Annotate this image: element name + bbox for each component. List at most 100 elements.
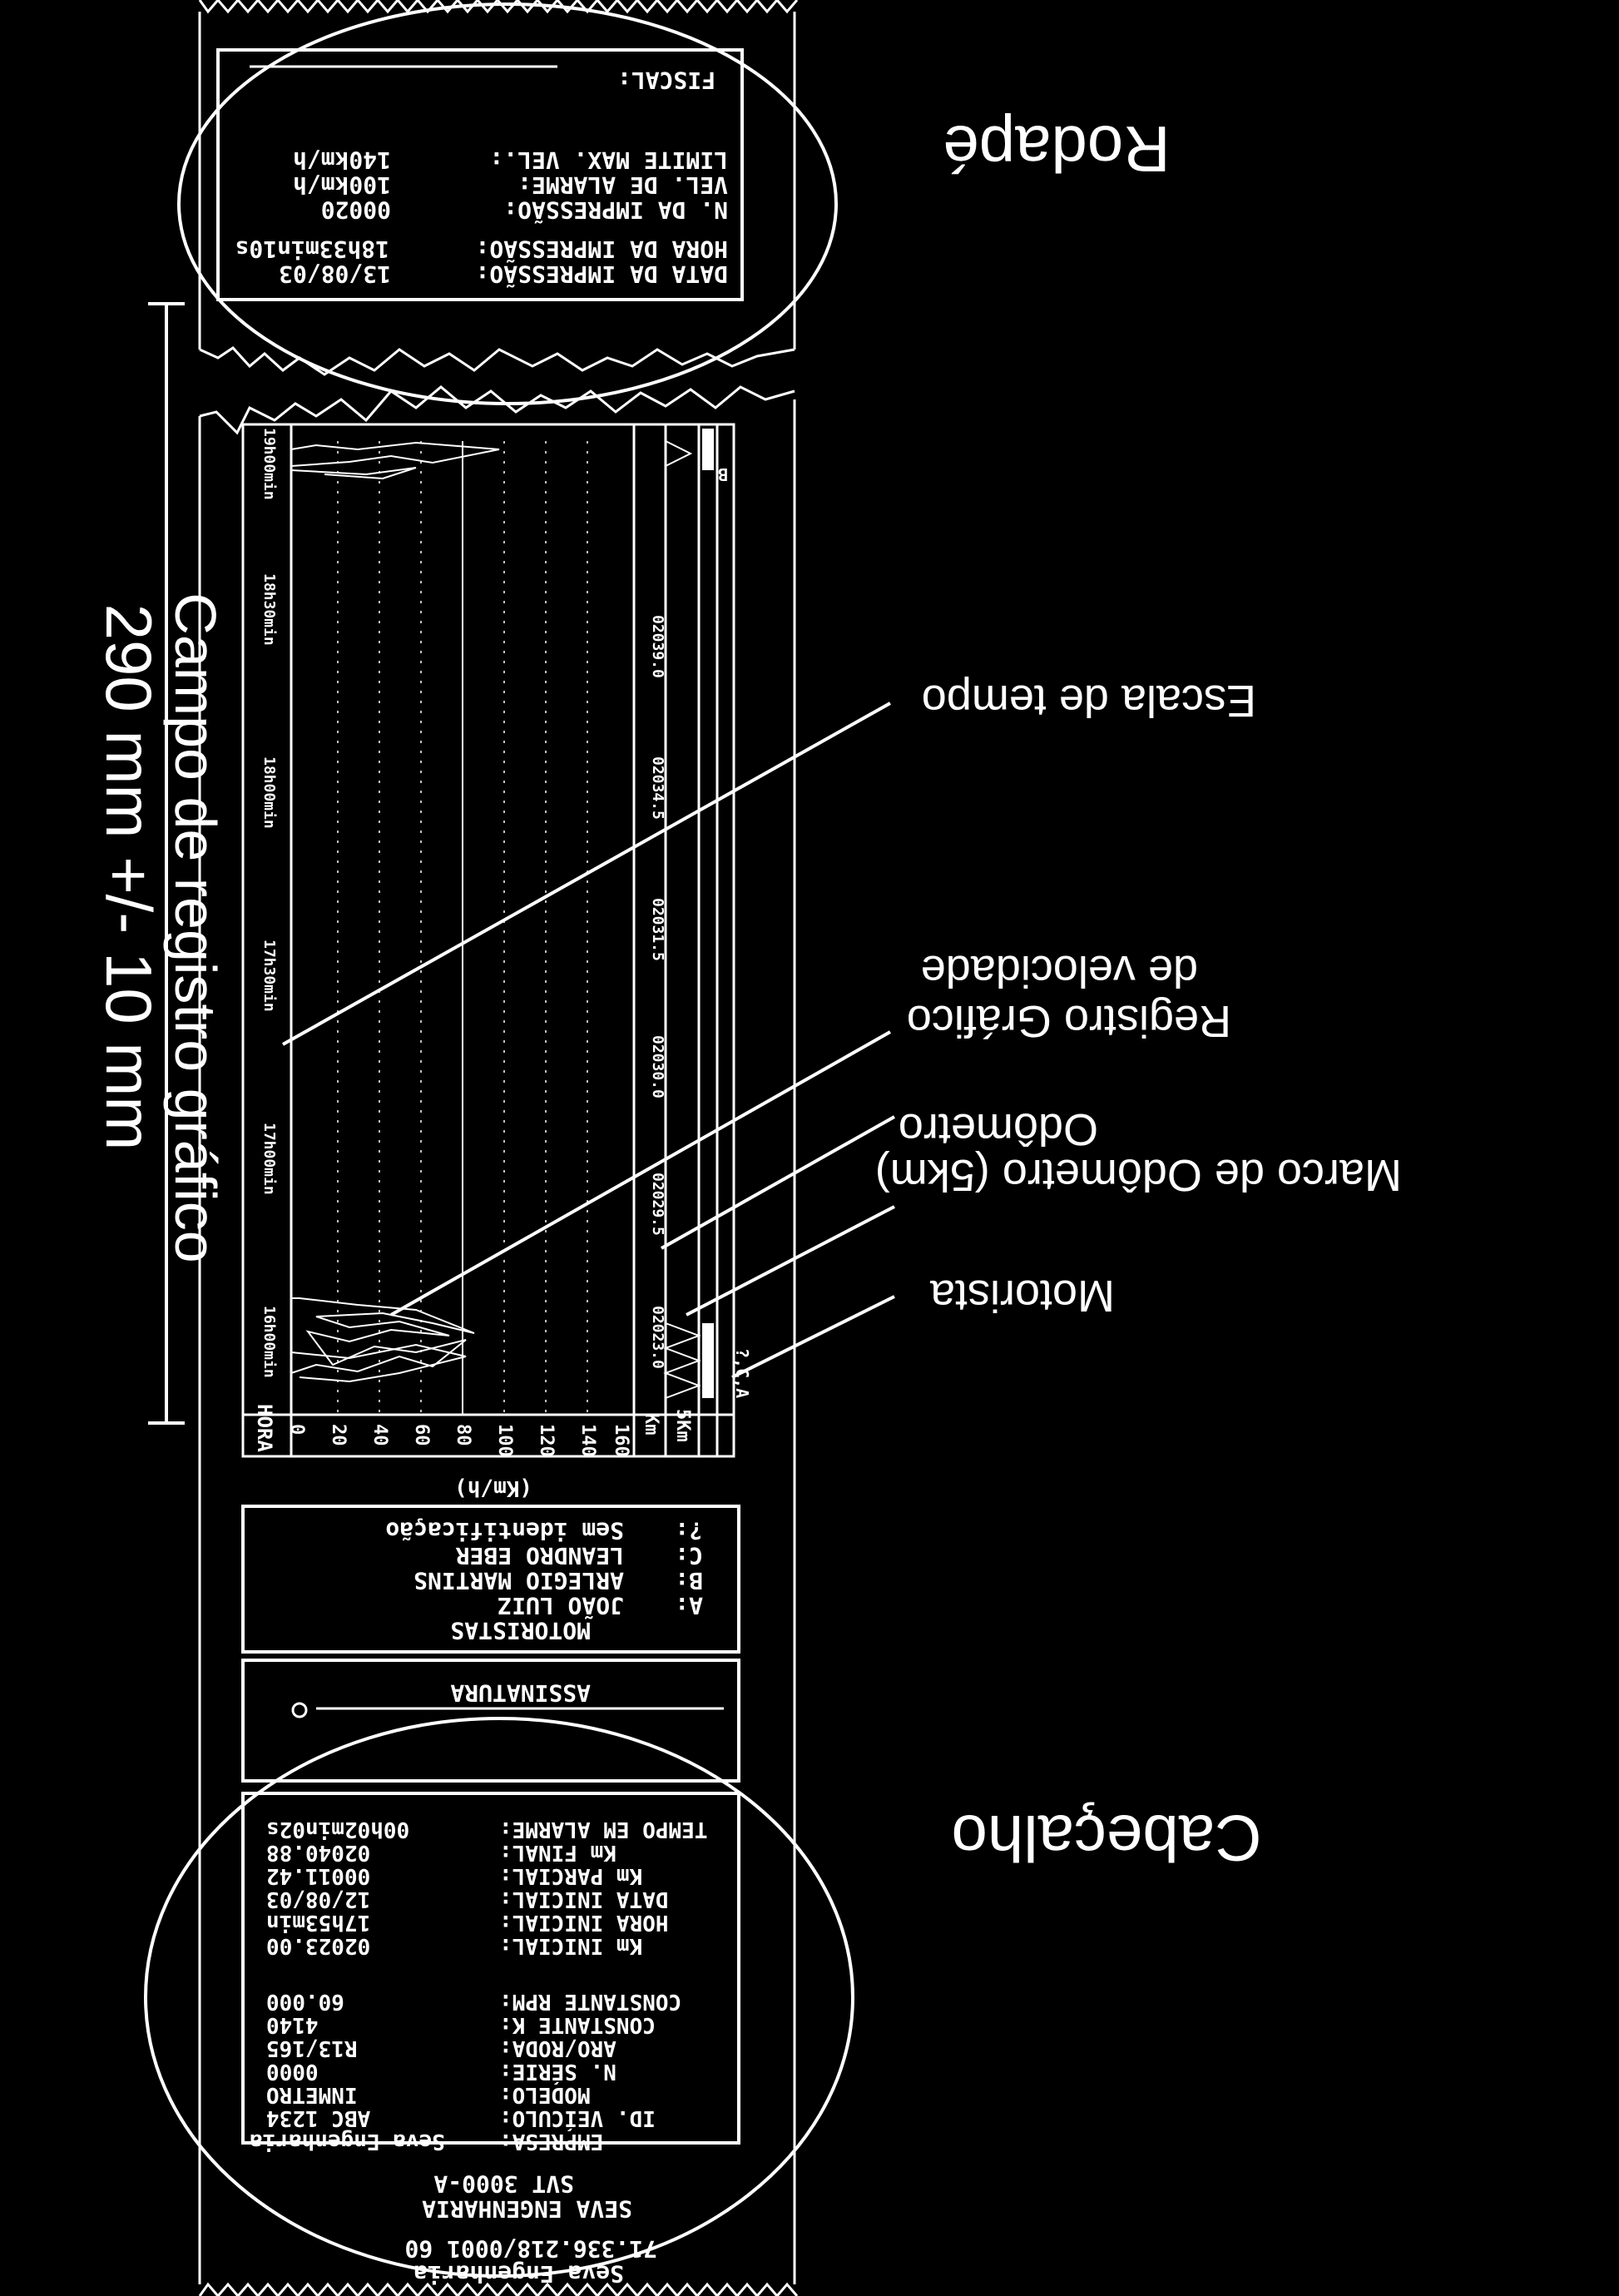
header-field-value: 02023.00	[266, 1933, 371, 1958]
header-field-value: 02040.88	[266, 1840, 371, 1865]
odometer-reading: 02034.5	[649, 756, 666, 820]
driver-a-code: A:	[675, 1592, 703, 1619]
driver-b-code: B:	[675, 1567, 703, 1594]
company-line2: 71.336.218/0001 60	[404, 2235, 657, 2263]
header-data-box	[241, 1792, 740, 2145]
speed-tick-label: 160	[611, 1424, 631, 1457]
header-field-value: 17h53min	[266, 1910, 371, 1935]
graph-5km-label: 5Km	[672, 1409, 693, 1442]
driver-c-name: LEANDRO EBER	[455, 1542, 624, 1570]
header-field-value: 0000	[266, 2059, 319, 2084]
graph-km-label: Km	[641, 1413, 661, 1436]
header-field-label: TEMPO EM ALARME:	[499, 1817, 708, 1842]
header-field-value: INMETRO	[266, 2082, 358, 2107]
header-field-value: R13/165	[266, 2036, 358, 2060]
header-field-label: Km INICIAL:	[499, 1933, 643, 1958]
speed-tick-label: 80	[453, 1424, 473, 1446]
header-field-label: MODELO:	[499, 2082, 591, 2107]
header-field-label: DATA INICIAL:	[499, 1887, 669, 1912]
speed-tick-label: 140	[577, 1424, 598, 1457]
header-field-value: 12/08/03	[266, 1887, 371, 1912]
speed-tick-label: 60	[411, 1424, 432, 1446]
time-tick-label: 18h30min	[260, 573, 278, 646]
time-tick-label: 18h00min	[260, 756, 278, 829]
limite-max-text: LIMITE MAX. VEL.:	[489, 146, 728, 174]
speed-tick-label: 20	[328, 1424, 349, 1446]
odometro-label: Odômetro	[898, 1104, 1098, 1154]
header-field-label: ARO/RODA:	[499, 2036, 616, 2060]
registro-grafico-label-1: Registro Gráfico	[906, 996, 1231, 1046]
time-tick-label: 17h30min	[260, 940, 278, 1012]
dimension-label-1: 290 mm +/- 10 mm	[92, 603, 166, 1151]
paper-strip	[198, 0, 799, 2296]
graph-frame	[241, 423, 735, 1458]
driver-a-name: JOÃO LUIZ	[498, 1592, 624, 1619]
dimension-line	[148, 302, 185, 1425]
graph-driver-end: B	[717, 464, 728, 484]
motorista-label: Motorista	[929, 1271, 1115, 1321]
header-field-value: Seva Engenharia	[250, 2129, 445, 2154]
speed-trace	[290, 441, 500, 1383]
assinatura-label: ASSINATURA	[450, 1679, 591, 1707]
assinatura-box	[241, 1659, 740, 1783]
header-field-value: 00h02min02s	[266, 1817, 410, 1842]
vel-alarme-value: 100km/h	[292, 171, 391, 199]
odometer-reading: 02039.0	[649, 615, 666, 678]
header-field-label: N. SÉRIE:	[499, 2059, 616, 2084]
company-line1: Seva Engenharia	[413, 2260, 624, 2288]
escala-tempo-label: Escala de tempo	[921, 676, 1256, 726]
header-field-label: CONSTANTE K:	[499, 2012, 656, 2037]
limite-max-value: 140km/h	[292, 146, 391, 174]
header-field-label: EMPRESA:	[499, 2129, 604, 2154]
rodape-label: Rodapé	[943, 112, 1171, 186]
graph-kmh-label: (Km/h)	[454, 1475, 532, 1500]
time-tick-label: 19h00min	[260, 428, 278, 500]
time-tick-label: 16h00min	[260, 1306, 278, 1378]
cabecalho-ellipse	[144, 1717, 854, 2278]
registro-grafico-label-2: de velocidade	[920, 946, 1198, 996]
footer-box	[216, 48, 744, 301]
graph-driver-codes: ?,C,A	[732, 1348, 752, 1399]
dimension-label-2: Campo de registro gráfico	[163, 593, 228, 1263]
header-field-label: Km PARCIAL:	[499, 1863, 643, 1888]
data-impressao-value: 13/08/03	[279, 260, 391, 288]
brand-line: SEVA ENGENHARIA	[422, 2195, 632, 2223]
graph-hora-label: HORA	[253, 1404, 276, 1452]
speed-tick-label: 100	[494, 1424, 515, 1457]
speed-tick-label: 40	[369, 1424, 390, 1446]
signature-dot	[291, 1702, 308, 1718]
time-tick-label: 17h00min	[260, 1123, 278, 1195]
vel-alarme-text: VEL. DE ALARME:	[517, 171, 728, 199]
cabecalho-label: Cabeçalho	[951, 1802, 1262, 1875]
header-field-value: 4140	[266, 2012, 319, 2037]
header-field-label: Km FINAL:	[499, 1840, 616, 1865]
speed-tick-label: 120	[536, 1424, 557, 1457]
driver-unknown-name: Sem identificação	[385, 1517, 624, 1545]
header-field-label: HORA INICIAL:	[499, 1910, 669, 1935]
model-title: SVT 3000-A	[433, 2170, 574, 2198]
driver-unknown-code: ?:	[675, 1517, 703, 1545]
header-field-value: 00011.42	[266, 1863, 371, 1888]
header-field-value: 60.000	[266, 1989, 344, 2014]
motoristas-title: MOTORISTAS	[450, 1617, 591, 1644]
rodape-ellipse	[177, 2, 838, 405]
driver-bars	[702, 429, 714, 1398]
fiscal-text: FISCAL:	[616, 67, 715, 94]
marco-odometro-label: Marco de Odômetro (5km)	[874, 1150, 1402, 1200]
driver-c-code: C:	[675, 1542, 703, 1570]
header-field-label: ID. VEÍCULO:	[499, 2105, 656, 2130]
odometer-reading: 02023.0	[649, 1306, 666, 1369]
speed-tick-label: 0	[286, 1424, 307, 1436]
odometer-reading: 02031.5	[649, 898, 666, 961]
driver-b-name: ARLEGIO MARTINS	[413, 1567, 624, 1594]
hora-impressao-text: HORA DA IMPRESSÃO:	[475, 236, 728, 263]
odometer-marker-trace	[663, 440, 701, 1399]
leader-lines	[282, 702, 895, 1379]
n-impressao-text: N. DA IMPRESSÃO:	[503, 196, 728, 224]
odometer-reading: 02029.5	[649, 1173, 666, 1236]
motoristas-box	[241, 1505, 740, 1654]
n-impressao-value: 00020	[320, 196, 391, 224]
header-field-label: CONSTANTE RPM:	[499, 1989, 682, 2014]
data-impressao-text: DATA DA IMPRESSÃO:	[475, 260, 728, 288]
